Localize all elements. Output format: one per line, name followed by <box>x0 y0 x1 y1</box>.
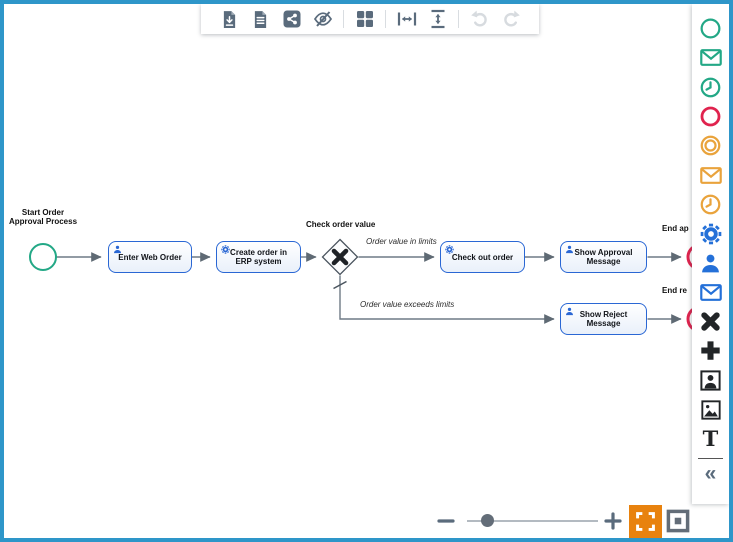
message-task-envelope-icon[interactable] <box>696 278 726 307</box>
message-intermediate-event-envelope-icon[interactable] <box>696 160 726 189</box>
end-event-reject-label: End re <box>662 286 687 295</box>
timer-start-event-clock-icon[interactable] <box>696 73 726 102</box>
download-document-icon[interactable] <box>220 9 240 29</box>
undo-icon[interactable] <box>470 9 490 29</box>
task-show-approval-message[interactable]: Show Approval Message <box>560 241 647 273</box>
palette-divider <box>698 458 723 460</box>
fit-height-icon[interactable] <box>428 9 448 29</box>
hide-preview-eye-off-icon[interactable] <box>313 9 333 29</box>
task-create-order-erp[interactable]: Create order in ERP system <box>216 241 301 273</box>
fit-width-icon[interactable] <box>397 9 417 29</box>
text-tool-glyph: T <box>702 425 719 451</box>
flow-label-exceeds: Order value exceeds limits <box>360 300 455 309</box>
start-event[interactable] <box>29 243 57 271</box>
user-icon <box>565 307 574 316</box>
toolbar-separator <box>385 10 386 28</box>
start-event-circle-icon[interactable] <box>696 14 726 43</box>
parallel-gateway-plus-icon[interactable] <box>696 336 726 365</box>
flow-label-in-limits: Order value in limits <box>366 237 437 246</box>
zoom-slider-handle[interactable] <box>481 514 494 527</box>
toolbar-separator <box>458 10 459 28</box>
task-label: Enter Web Order <box>118 252 182 262</box>
task-check-out-order[interactable]: Check out order <box>440 241 525 273</box>
task-label: Create order in ERP system <box>230 248 287 266</box>
zoom-out-button[interactable] <box>437 512 455 535</box>
end-event-approval-label: End ap <box>662 224 689 233</box>
top-toolbar <box>201 4 539 34</box>
start-event-label: Start Order Approval Process <box>8 208 78 226</box>
task-label: Show Reject Message <box>579 310 628 328</box>
grid-layout-icon[interactable] <box>355 9 375 29</box>
gear-icon <box>221 245 230 254</box>
image-framed-picture-icon[interactable] <box>696 395 726 424</box>
redo-icon[interactable] <box>501 9 521 29</box>
toolbar-separator <box>343 10 344 28</box>
shape-palette: T « <box>692 4 729 504</box>
task-label: Check out order <box>451 252 514 262</box>
text-annotation-icon[interactable]: T <box>696 424 726 453</box>
sequence-flows <box>56 252 682 324</box>
gear-icon <box>445 245 454 254</box>
fullscreen-button[interactable] <box>629 505 662 538</box>
timer-intermediate-event-clock-icon[interactable] <box>696 190 726 219</box>
participant-framed-person-icon[interactable] <box>696 366 726 395</box>
end-event-circle-icon[interactable] <box>696 102 726 131</box>
default-flow-marker <box>333 280 347 290</box>
user-icon <box>565 245 574 254</box>
chevron-double-left-icon: « <box>704 462 717 486</box>
task-show-reject-message[interactable]: Show Reject Message <box>560 303 647 335</box>
task-label: Show Approval Message <box>574 248 633 266</box>
fullscreen-corners-icon <box>636 512 655 531</box>
collapse-palette-button[interactable]: « <box>696 461 726 487</box>
task-enter-web-order[interactable]: Enter Web Order <box>108 241 192 273</box>
zoom-in-button[interactable] <box>604 512 622 535</box>
zoom-slider-track[interactable] <box>467 520 598 522</box>
intermediate-event-double-circle-icon[interactable] <box>696 131 726 160</box>
user-icon <box>113 245 122 254</box>
document-icon[interactable] <box>251 9 271 29</box>
user-task-person-icon[interactable] <box>696 248 726 277</box>
share-icon[interactable] <box>282 9 302 29</box>
gateway-x-icon <box>331 248 349 266</box>
message-start-event-envelope-icon[interactable] <box>696 43 726 72</box>
overview-button[interactable] <box>666 509 690 538</box>
exclusive-gateway-x-icon[interactable] <box>696 307 726 336</box>
gateway-label: Check order value <box>306 220 376 229</box>
service-task-gear-icon[interactable] <box>696 219 726 248</box>
